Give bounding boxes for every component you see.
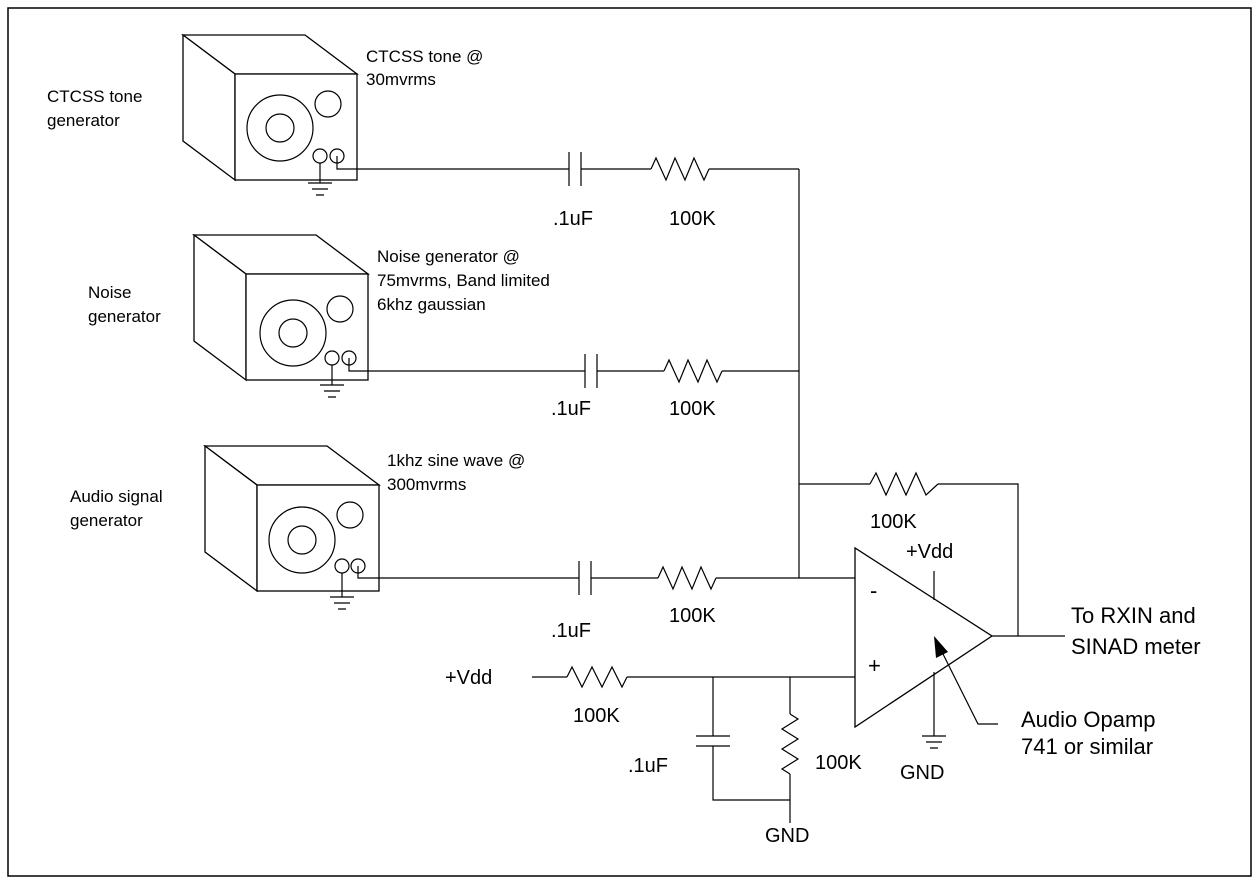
opamp-plus-label: + [868,653,881,678]
noise-capacitor [584,354,598,388]
svg-text:CTCSS tone: CTCSS tone [47,87,142,106]
noise-resistor [663,358,723,384]
noise-wire [348,358,799,372]
noise-desc-label: Noise generator @ 75mvrms, Band limited … [377,247,550,314]
ctcss-capacitor [568,152,582,186]
audio-ground-symbol [330,573,354,610]
diagram-border [7,7,1252,877]
ctcss-desc-label: CTCSS tone @ 30mvrms [366,47,483,89]
svg-text:6khz gaussian: 6khz gaussian [377,295,486,314]
bias-capacitor [696,735,730,747]
svg-text:30mvrms: 30mvrms [366,70,436,89]
bias-res-value: 100K [573,705,620,727]
output-label: To RXIN and SINAD meter [1071,603,1201,659]
svg-text:SINAD meter: SINAD meter [1071,634,1201,659]
opamp-name-label: Audio Opamp 741 or similar [1021,707,1156,759]
svg-text:Audio signal: Audio signal [70,487,163,506]
audio-desc-label: 1khz sine wave @ 300mvrms [387,451,525,494]
audio-name-label: Audio signal generator [70,487,163,530]
ctcss-generator-icon [181,33,359,182]
bias-resistor [566,665,628,689]
svg-text:To RXIN and: To RXIN and [1071,603,1196,628]
audio-capacitor [578,561,592,595]
ctcss-ground-symbol [308,163,332,196]
bias-gnd-label: GND [765,825,809,847]
noise-generator-icon [192,233,370,382]
svg-text:Noise generator @: Noise generator @ [377,247,520,266]
noise-ground-symbol [320,365,344,398]
svg-text:Audio Opamp: Audio Opamp [1021,707,1156,732]
svg-text:Noise: Noise [88,283,131,302]
opamp-pointer-arrow [934,636,998,725]
svg-text:CTCSS tone @: CTCSS tone @ [366,47,483,66]
bias-resistor-2 [780,713,800,775]
ctcss-name-label: CTCSS tone generator [47,87,142,130]
opamp-gnd-pin [922,672,946,749]
noise-name-label: Noise generator [88,283,161,326]
ctcss-cap-value: .1uF [553,208,593,230]
ctcss-res-value: 100K [669,208,716,230]
opamp-vdd-label: +Vdd [906,541,953,563]
audio-wire [357,566,857,579]
audio-resistor [657,565,717,591]
opamp-triangle [854,546,994,729]
bias-vdd-label: +Vdd [445,667,492,689]
ctcss-wire [336,156,799,170]
svg-text:generator: generator [47,111,120,130]
opamp-gnd-label: GND [900,762,944,784]
svg-text:741 or similar: 741 or similar [1021,734,1153,759]
svg-text:300mvrms: 300mvrms [387,475,466,494]
ctcss-resistor [650,156,710,182]
bias-cap-value: .1uF [628,755,668,777]
noise-res-value: 100K [669,398,716,420]
opamp-minus-label: - [870,578,877,603]
bias-res-2-value: 100K [815,752,862,774]
noise-cap-value: .1uF [551,398,591,420]
feedback-resistor [869,471,939,497]
audio-cap-value: .1uF [551,620,591,642]
bias-capacitor-wire [712,677,790,801]
feedback-res-value: 100K [870,511,917,533]
svg-text:generator: generator [70,511,143,530]
feedback-wire [799,483,1019,636]
audio-res-value: 100K [669,605,716,627]
audio-generator-icon [203,444,381,593]
svg-text:1khz sine wave @: 1khz sine wave @ [387,451,525,470]
svg-text:75mvrms, Band limited: 75mvrms, Band limited [377,271,550,290]
svg-text:generator: generator [88,307,161,326]
